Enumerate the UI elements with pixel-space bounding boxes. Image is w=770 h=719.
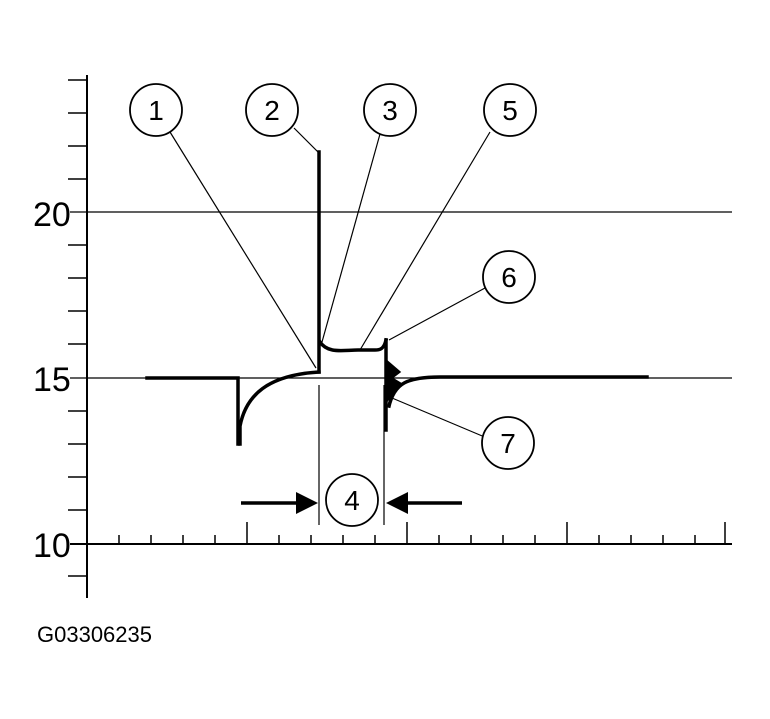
y-label-15: 15	[33, 361, 71, 399]
y-axis-ticks	[68, 79, 87, 577]
callout-4: 4	[325, 473, 379, 527]
callout-7: 7	[481, 416, 535, 470]
leader-lines	[169, 127, 491, 439]
callout-3: 3	[363, 83, 417, 137]
svg-text:6: 6	[501, 262, 517, 293]
svg-text:2: 2	[264, 95, 280, 126]
waveform-trace	[145, 150, 649, 446]
ringing-area	[385, 358, 404, 402]
svg-text:5: 5	[502, 95, 518, 126]
callout-1: 1	[129, 83, 183, 137]
span-indicator	[241, 385, 462, 525]
svg-text:4: 4	[344, 485, 360, 516]
callout-5: 5	[483, 83, 537, 137]
x-axis-ticks	[118, 522, 726, 544]
callout-6: 6	[482, 250, 536, 304]
y-label-20: 20	[33, 196, 71, 234]
callout-2: 2	[245, 83, 299, 137]
figure-id: G03306235	[37, 622, 152, 647]
y-label-10: 10	[33, 527, 71, 565]
svg-text:1: 1	[148, 95, 164, 126]
svg-text:3: 3	[382, 95, 398, 126]
svg-text:7: 7	[500, 428, 516, 459]
